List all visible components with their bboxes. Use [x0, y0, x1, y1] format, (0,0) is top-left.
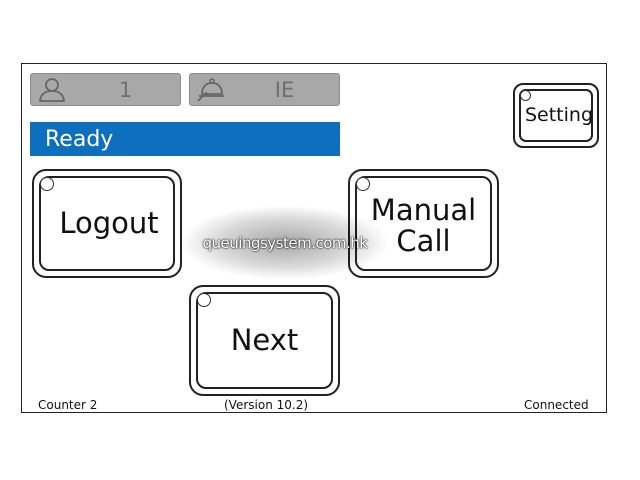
version-label: (Version 10.2) — [224, 398, 309, 412]
next-button-inner-border — [196, 292, 333, 389]
user-icon — [37, 77, 67, 103]
connection-status: Connected — [524, 398, 589, 412]
indicator-light-icon — [356, 177, 370, 191]
manual-call-button-inner-border — [355, 176, 492, 271]
manual-call-button-label: Manual Call — [350, 171, 497, 276]
logout-button-label: Logout — [59, 206, 159, 241]
logout-button[interactable]: Logout — [32, 169, 182, 278]
next-button-label: Next — [230, 323, 299, 358]
logout-button-inner-border — [39, 176, 175, 271]
service-value: IE — [274, 77, 295, 102]
manual-call-label-line2: Call — [396, 223, 451, 258]
service-bell-icon — [196, 77, 226, 103]
manual-call-button[interactable]: Manual Call — [348, 169, 499, 278]
indicator-light-icon — [197, 293, 211, 307]
indicator-light-icon — [520, 90, 531, 101]
counter-label: Counter 2 — [38, 398, 98, 412]
indicator-light-icon — [40, 177, 54, 191]
setting-button[interactable]: Setting — [513, 83, 599, 148]
setting-button-inner-border — [519, 89, 593, 142]
watermark: queuingsystem.com.hk — [180, 205, 390, 280]
user-count-box: 1 — [30, 73, 181, 106]
status-bar: Ready — [30, 122, 340, 156]
service-box: IE — [189, 73, 340, 106]
manual-call-label-line1: Manual — [370, 193, 477, 228]
next-button[interactable]: Next — [189, 285, 340, 396]
user-count-value: 1 — [118, 77, 133, 102]
setting-button-label: Setting — [524, 103, 594, 126]
